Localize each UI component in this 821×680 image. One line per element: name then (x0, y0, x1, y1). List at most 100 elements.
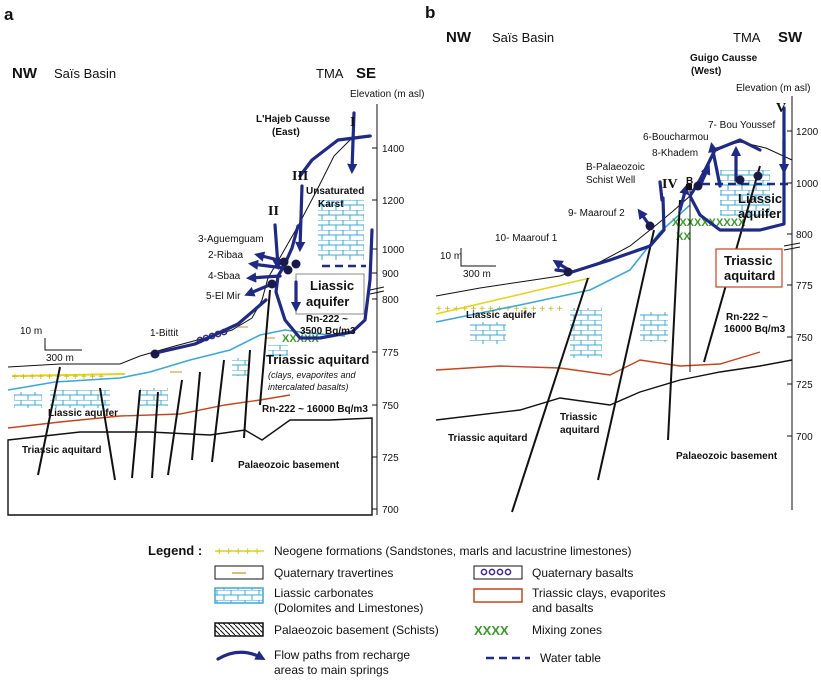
flow-label-iv: IV (662, 177, 678, 192)
legend-travertine-text: Quaternary travertines (274, 566, 393, 580)
legend-neogene-text: Neogene formations (Sandstones, marls an… (274, 544, 632, 558)
panel-b-rn-1: Rn-222 ~ (726, 312, 768, 323)
panel-b-sw-label: SW (778, 29, 803, 46)
elev-tick: 1000 (796, 179, 819, 190)
elev-tick: 775 (796, 281, 813, 292)
panel-a-neogene-band (11, 373, 126, 377)
legend-mixing-text: Mixing zones (532, 623, 602, 637)
triassic-aquitard-b2-2: aquitard (560, 425, 599, 436)
scale-v-b: 10 m (440, 251, 462, 262)
panel-b-nw-label: NW (446, 29, 472, 46)
legend-liassic-swatch (214, 587, 264, 604)
legend-flow-swatch (216, 650, 266, 661)
flow-to-sbaa (245, 272, 282, 283)
triassic-aquitard-b2-1: Triassic (560, 412, 598, 423)
elev-tick: 1400 (382, 144, 405, 155)
legend-triassic-swatch (473, 588, 523, 603)
flow-boundary-upper (298, 134, 372, 178)
legend-palaeozoic-swatch (214, 622, 264, 637)
scale-h-a: 300 m (46, 353, 74, 364)
elev-tick: 1000 (382, 245, 405, 256)
lhajeb-causse-sub: (East) (272, 127, 300, 138)
flow-label-v: V (776, 101, 786, 116)
karst-label: Karst (318, 199, 344, 210)
panel-b-neogene-band (435, 277, 591, 315)
elev-tick: 1200 (796, 127, 819, 138)
triassic-note-1: (clays, evaporites and (268, 370, 357, 380)
liassic-patch-b (640, 312, 668, 342)
liassic-patch (268, 345, 288, 359)
panel-a-label: a (4, 5, 14, 24)
panel-b-label: b (425, 3, 435, 22)
panel-a-liassic-box-line1: Liassic (310, 278, 354, 293)
panel-b-basement-boundary (435, 359, 793, 421)
flow-label-iii: III (292, 169, 308, 184)
spring-sbaa: 4-Sbaa (208, 271, 241, 282)
panel-b-liassic-box-1: Liassic (738, 191, 782, 206)
liassic-aquifer-a: Liassic aquifer (48, 408, 118, 419)
spring-bouyoussef: 7- Bou Youssef (708, 120, 775, 131)
legend-water-table-text: Water table (540, 651, 601, 665)
flow-to-ribaa (247, 259, 286, 270)
legend-liassic-text-1: Liassic carbonates (274, 586, 373, 600)
spring-maarouf2: 9- Maarouf 2 (568, 208, 625, 219)
spring-elmir: 5-El Mir (206, 291, 241, 302)
panel-b: b NW Saïs Basin TMA SW Guigo Causse (Wes… (425, 3, 819, 513)
elev-tick: 700 (382, 505, 399, 516)
guigo-causse-sub: (West) (691, 66, 721, 77)
panel-b-basin-label: Saïs Basin (492, 30, 554, 45)
panel-a-faults (37, 289, 271, 481)
triassic-note-2: intercalated basalts) (268, 382, 349, 392)
panel-b-triassic-box (715, 248, 783, 288)
panel-a: a NW Saïs Basin TMA SE Elevation (m asl)… (4, 5, 424, 516)
panel-b-triassic-box-1: Triassic (724, 253, 772, 268)
legend: Legend : + + + + + Neogene formations (S… (148, 543, 666, 677)
elev-tick: 800 (796, 230, 813, 241)
panel-a-basement-boundary (7, 417, 373, 516)
legend-triassic-text-2: and basalts (532, 601, 593, 615)
legend-triassic-text-1: Triassic clays, evaporites (532, 586, 666, 600)
palaeozoic-basement-a: Palaeozoic basement (238, 460, 340, 471)
spring-khadem: 8-Khadem (652, 148, 698, 159)
panel-b-flow-paths (552, 106, 790, 274)
panel-b-springs (563, 171, 763, 277)
flow-iv-top (658, 180, 664, 202)
spring-aguemguam: 3-Aguemguam (198, 234, 264, 245)
scale-v-a: 10 m (20, 326, 42, 337)
panel-a-nw-label: NW (12, 65, 38, 82)
triassic-aquitard-main: Triassic aquitard (266, 352, 369, 367)
panel-a-springs (150, 257, 301, 359)
flow-to-boucharmou (708, 141, 722, 188)
liassic-karst-block (318, 200, 364, 260)
legend-title: Legend : (148, 543, 202, 558)
spring-maarouf1: 10- Maarouf 1 (495, 233, 558, 244)
triassic-aquitard-a: Triassic aquitard (22, 445, 101, 456)
panel-b-liassic-box-2: aquifer (738, 206, 781, 221)
rn-high-2: 3500 Bq/m3 (300, 326, 356, 337)
panel-b-triassic-box-2: aquitard (724, 268, 775, 283)
legend-neogene-crosses: + + + + + (216, 546, 260, 558)
flow-to-bittit (158, 298, 268, 354)
elev-tick: 900 (382, 269, 399, 280)
legend-basalt-text: Quaternary basalts (532, 566, 633, 580)
liassic-patch (140, 388, 168, 406)
liassic-patch (14, 392, 42, 408)
elev-tick: 750 (382, 401, 399, 412)
flow-path-iii (295, 184, 306, 253)
elev-tick: 700 (796, 432, 813, 443)
panel-a-elevation-title: Elevation (m asl) (350, 89, 424, 100)
elev-tick: 725 (382, 453, 399, 464)
elev-tick: 775 (382, 348, 399, 359)
spring-ribaa: 2-Ribaa (208, 250, 243, 261)
scale-h-b: 300 m (463, 269, 491, 280)
panel-b-elevation-title: Elevation (m asl) (736, 83, 810, 94)
schist-well-label-1: B-Palaeozoic (586, 162, 645, 173)
panel-a-tma-label: TMA (316, 66, 344, 81)
palaeozoic-basement-b: Palaeozoic basement (676, 451, 778, 462)
flow-label-i: I (350, 115, 355, 130)
panel-a-scale-bar (44, 338, 82, 351)
flow-path-i (347, 111, 358, 175)
flow-iv-up (678, 184, 690, 212)
flow-loop-b (688, 138, 786, 232)
spring-boucharmou: 6-Boucharmou (643, 132, 709, 143)
